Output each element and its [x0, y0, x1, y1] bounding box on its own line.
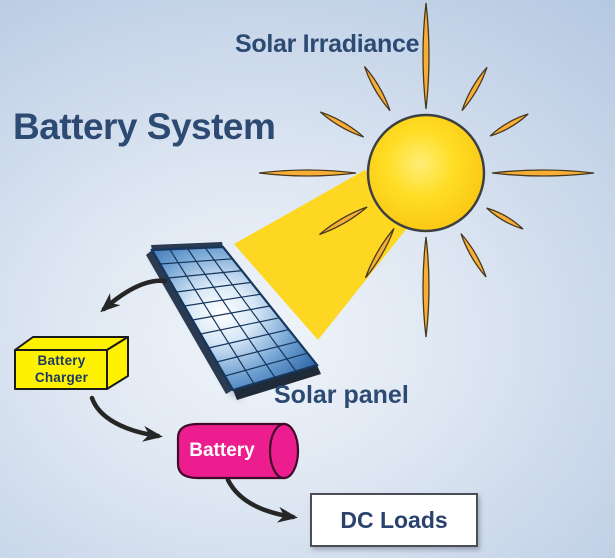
sun-ray-icon — [319, 206, 368, 236]
page-title: Battery System — [13, 106, 276, 147]
sun-ray-icon — [258, 169, 357, 177]
panel-grid-line — [192, 305, 271, 321]
dc-loads-box: DC Loads — [310, 493, 478, 547]
battery-cylinder-icon — [176, 422, 300, 480]
solar-panel-edge-left — [146, 250, 233, 394]
panel-grid-line — [208, 329, 289, 349]
solar-panel-grid — [160, 247, 308, 385]
panel-grid-line — [216, 340, 299, 363]
battery-charger-front-face — [14, 349, 108, 390]
sun-ray-icon — [364, 228, 395, 279]
sun-ray-group — [258, 2, 595, 338]
label-battery-charger-line1: Battery — [37, 353, 86, 368]
panel-grid-line — [200, 317, 280, 335]
sun-ray-icon — [486, 207, 524, 230]
sun-ray-icon — [460, 233, 487, 278]
battery-body — [176, 422, 286, 480]
label-battery-charger-line2: Charger — [34, 370, 89, 386]
panel-grid-line — [168, 270, 242, 279]
label-solar-irradiance: Solar Irradiance — [235, 30, 420, 58]
sun-ray-icon — [319, 111, 365, 138]
label-dc-loads: DC Loads — [340, 506, 448, 533]
arrow-battery-to-dcloads — [225, 477, 298, 523]
solar-panel-edge-top — [151, 242, 223, 250]
sun-ray-icon — [489, 113, 529, 137]
battery-end-cap — [268, 422, 300, 480]
sun-icon — [366, 113, 486, 233]
sun-ray-icon — [422, 2, 430, 110]
sun-beam — [234, 170, 412, 340]
sun-ray-icon — [491, 169, 595, 177]
panel-grid-line — [224, 352, 308, 377]
sun-ray-icon — [461, 66, 488, 112]
arrow-panel-to-charger — [100, 278, 168, 313]
solar-panel-edge-bottom — [233, 365, 321, 400]
battery-charger-box — [14, 336, 129, 390]
sun-ray-icon — [422, 236, 430, 338]
arrow-charger-to-battery — [89, 395, 163, 442]
panel-grid-line — [160, 258, 233, 265]
label-solar-panel: Solar panel — [274, 381, 409, 409]
panel-grid-line — [184, 293, 261, 307]
panel-grid-line — [176, 281, 252, 293]
label-battery: Battery — [189, 440, 255, 461]
sun-ray-icon — [363, 66, 391, 112]
label-battery-charger: Battery Charger — [15, 352, 108, 387]
